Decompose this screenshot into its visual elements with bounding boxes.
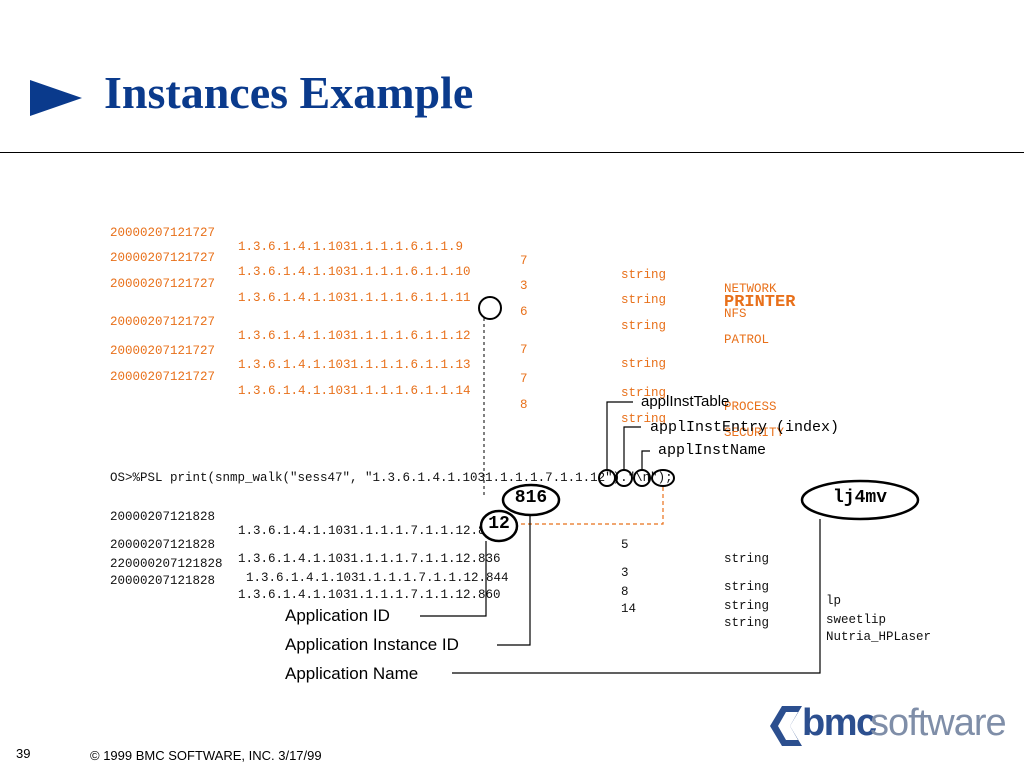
row-type: string [724,552,770,566]
row-value: 7 [520,343,528,357]
table-row: 20000207121828 1.3.6.1.4.1.1031.1.1.1.7.… [110,524,841,622]
oid-7-circle [598,469,616,487]
appl-inst-table-label: applInstTable [641,393,730,410]
row-time: 20000207121828 [110,538,216,552]
table-row: 220000207121828 1.3.6.1.4.1.1031.1.1.1.7… [110,543,886,641]
copyright-text: © 1999 BMC SOFTWARE, INC. 3/17/99 [90,748,322,763]
oid-12-circle [651,469,675,487]
row-name: lp [826,594,842,608]
app-id-ellipse [479,509,519,543]
row-value: 6 [520,305,528,319]
row-oid: 1.3.6.1.4.1.1031.1.1.1.6.1.1.14 [238,384,471,398]
psl-command: OS>%PSL print(snmp_walk("sess47", "1.3.6… [110,471,673,485]
application-id-label: Application ID [285,606,390,625]
table-row: 20000207121727 1.3.6.1.4.1.1031.1.1.1.6.… [110,212,777,310]
row-type: string [621,293,667,307]
table-row: 20000207121828 1.3.6.1.4.1.1031.1.1.1.7.… [110,496,769,594]
row-name: PROCESS [724,400,777,414]
row-name: NFS [724,307,747,321]
row-time: 20000207121727 [110,344,216,358]
application-instance-id-label: Application Instance ID [285,635,459,654]
logo-software-text: software [870,702,1007,744]
instance-table: 20000207121727 1.3.6.1.4.1.1031.1.1.1.6.… [110,210,830,440]
bmc-logo-arrow-icon [770,706,802,746]
row-time: 220000207121828 [110,557,223,571]
row-type: string [724,580,770,594]
page-title: Instances Example [104,67,474,118]
row-name-printer: PRINTER [724,293,796,312]
table-row: 20000207121727 1.3.6.1.4.1.1031.1.1.1.6.… [110,263,769,361]
row-name: Nutria_HPLaser [826,630,932,644]
row-time: 20000207121727 [110,277,216,291]
logo-bmc-text: bmc [802,702,877,744]
orange-dashed-connector [517,487,664,525]
walk-result-table: 20000207121828 1.3.6.1.4.1.1031.1.1.1.7.… [110,496,970,644]
oid-1b-circle [633,469,651,487]
row-oid: 1.3.6.1.4.1.1031.1.1.1.6.1.1.12 [238,329,471,343]
appl-inst-entry-bracket [623,426,641,470]
row-name: PATROL [724,333,770,347]
app-name-callout: lj4mv [832,488,887,508]
row-type: string [724,616,770,630]
row-oid: 1.3.6.1.4.1.1031.1.1.1.7.1.1.12.816 [238,524,501,538]
row-value: 5 [621,538,629,552]
row-type: string [724,599,770,613]
title-divider [0,152,1024,153]
application-instance-id-connector [497,515,531,646]
appl-inst-name-label: applInstName [658,442,767,459]
table-row-highlighted: 20000207121727 1.3.6.1.4.1.1031.1.1.1.6.… [110,294,795,399]
app-name-ellipse [800,479,920,521]
row-value: 7 [520,372,528,386]
oid-1a-circle [615,469,633,487]
row-name: sweetlip [826,613,887,627]
row-value: 3 [520,279,528,293]
row-oid: 1.3.6.1.4.1.1031.1.1.1.7.1.1.12.860 [238,588,501,602]
row-type: string [621,357,667,371]
row-time: 20000207121727 [110,315,216,329]
row-value: 3 [621,566,629,580]
table-row: 20000207121727 1.3.6.1.4.1.1031.1.1.1.6.… [110,237,747,335]
row-value: 8 [621,585,629,599]
row-name: SECURITY [724,426,785,440]
application-id-connector [420,541,487,617]
row-oid: 1.3.6.1.4.1.1031.1.1.1.6.1.1.9 [238,240,464,254]
row-time: 20000207121727 [110,370,216,384]
row-type: string [621,319,667,333]
row-oid: 1.3.6.1.4.1.1031.1.1.1.6.1.1.13 [238,358,471,372]
application-name-connector [452,519,821,674]
row-time: 20000207121828 [110,510,216,524]
row-oid: 1.3.6.1.4.1.1031.1.1.1.7.1.1.12.836 [238,552,501,566]
row-type: string [621,386,667,400]
row-oid: 1.3.6.1.4.1.1031.1.1.1.6.1.1.10 [238,265,471,279]
row-time: 20000207121727 [110,226,216,240]
table-row: 20000207121828 1.3.6.1.4.1.1031.1.1.1.7.… [110,560,931,658]
row-value: 7 [520,254,528,268]
row-oid: 1.3.6.1.4.1.1031.1.1.1.7.1.1.12.844 [246,571,509,585]
row-value: 8 [520,398,528,412]
instance-id-ellipse [501,483,561,517]
appl-inst-entry-label: applInstEntry (index) [650,419,840,436]
row-value: 14 [621,602,637,616]
bmc-software-logo: bmc software [768,700,1008,750]
row-time: 20000207121727 [110,251,216,265]
row-time: 20000207121828 [110,574,216,588]
page-number: 39 [16,746,31,761]
printer-index-circle [478,296,502,320]
table-row: 20000207121727 1.3.6.1.4.1.1031.1.1.1.6.… [110,330,777,428]
appl-inst-name-bracket [641,450,650,470]
app-id-callout: 12 [488,514,510,534]
appl-inst-table-bracket [606,401,633,470]
row-name: NETWORK [724,282,777,296]
row-type: string [621,268,667,282]
row-type: string [621,412,667,426]
table-row: 20000207121727 1.3.6.1.4.1.1031.1.1.1.6.… [110,356,784,454]
title-bullet-arrow [30,80,82,116]
instance-id-callout: 816 [514,488,548,508]
row-oid: 1.3.6.1.4.1.1031.1.1.1.6.1.1.11 [238,291,471,305]
application-name-label: Application Name [285,664,419,683]
